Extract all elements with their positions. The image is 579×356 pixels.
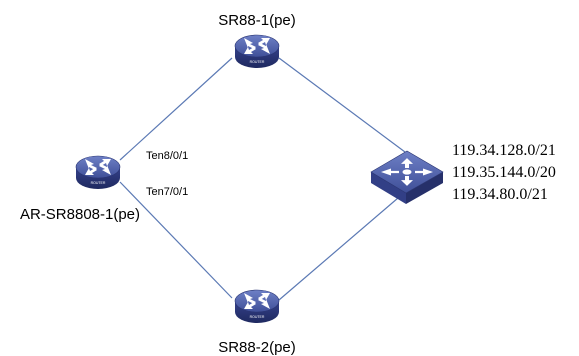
layer3-switch-icon [370,150,444,204]
router-badge: ROUTER [91,181,106,185]
link-ar-to-sr88-1 [119,57,233,161]
router-ar-sr8808-1: ROUTER [76,156,120,189]
router-sr88-2: ROUTER [235,290,279,323]
link-sr88-1-to-switch [278,57,406,153]
link-ar-to-sr88-2 [119,181,233,299]
prefix-item: 119.35.144.0/20 [452,164,556,181]
router-sr88-1: ROUTER [235,35,279,68]
links [119,57,406,301]
router-label-sr88-1: SR88-1(pe) [218,12,296,29]
interface-label-ten8: Ten8/0/1 [146,150,188,162]
interface-label-ten7: Ten7/0/1 [146,186,188,198]
router-badge: ROUTER [250,315,265,319]
prefix-item: 119.34.128.0/21 [452,142,556,159]
router-label-sr88-2: SR88-2(pe) [218,339,296,356]
router-label-ar-sr8808-1: AR-SR8808-1(pe) [20,206,140,223]
prefix-item: 119.34.80.0/21 [452,186,548,203]
prefix-list: 119.34.128.0/21 119.35.144.0/20 119.34.8… [452,142,556,203]
router-badge: ROUTER [250,60,265,64]
link-sr88-2-to-switch [278,191,406,301]
